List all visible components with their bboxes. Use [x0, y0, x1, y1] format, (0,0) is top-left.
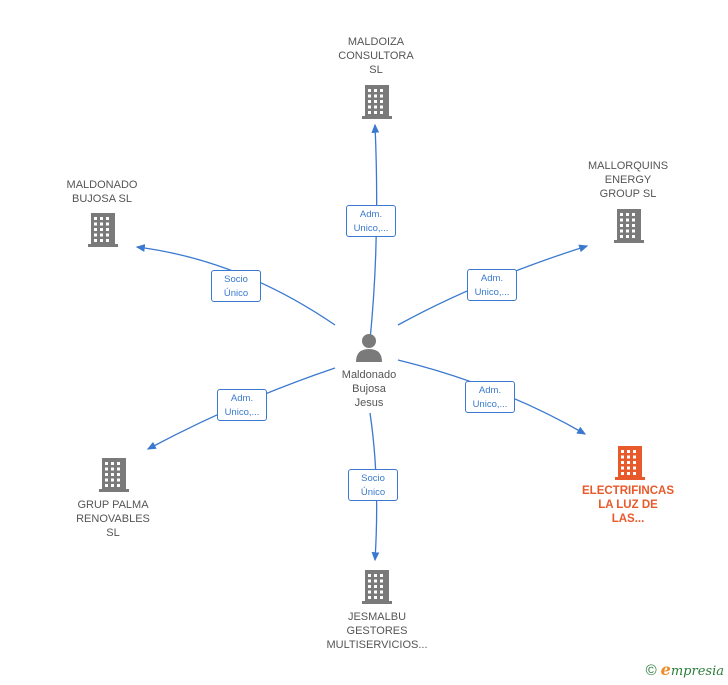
- brand-initial: e: [660, 660, 671, 679]
- label-line: LAS...: [611, 513, 645, 525]
- center-line-3: Jesus: [354, 397, 384, 409]
- relation-line: Único: [223, 288, 249, 299]
- relation-label-maldoiza[interactable]: Adm. Unico,...: [346, 205, 396, 237]
- company-label-maldoiza[interactable]: MALDOIZA CONSULTORA SL: [338, 35, 413, 77]
- company-label-grup-palma[interactable]: GRUP PALMA RENOVABLES SL: [76, 498, 150, 540]
- relation-line: Único: [360, 487, 386, 498]
- label-line: ENERGY: [604, 174, 652, 186]
- relation-label-mallorquins[interactable]: Adm. Unico,...: [467, 269, 517, 301]
- label-line: MULTISERVICIOS...: [326, 639, 428, 651]
- relation-line: Adm.: [230, 393, 254, 404]
- brand-logo: empresia: [661, 660, 724, 679]
- relation-line: Adm.: [480, 273, 504, 284]
- center-line-2: Bujosa: [352, 383, 386, 395]
- label-line: MALDONADO: [66, 179, 138, 191]
- label-line: MALLORQUINS: [587, 160, 669, 172]
- copyright-icon: ©: [645, 662, 657, 679]
- building-icon[interactable]: [613, 209, 645, 248]
- label-line: GROUP SL: [599, 188, 657, 200]
- label-line: GESTORES: [346, 625, 408, 637]
- center-person-label[interactable]: Maldonado Bujosa Jesus: [342, 368, 396, 410]
- relation-line: Adm.: [478, 385, 502, 396]
- label-line: CONSULTORA: [338, 50, 414, 62]
- label-line: LA LUZ DE: [598, 499, 658, 511]
- building-icon[interactable]: [614, 446, 646, 485]
- building-icon[interactable]: [361, 570, 393, 609]
- relation-line: Unico,...: [353, 223, 389, 234]
- relation-line: Unico,...: [224, 407, 260, 418]
- label-line: GRUP PALMA: [77, 499, 149, 511]
- company-label-jesmalbu[interactable]: JESMALBU GESTORES MULTISERVICIOS...: [326, 610, 427, 652]
- building-icon[interactable]: [361, 85, 393, 124]
- company-label-electrifincas[interactable]: ELECTRIFINCAS LA LUZ DE LAS...: [582, 484, 674, 526]
- relation-line: Unico,...: [472, 399, 508, 410]
- relation-label-electrifincas[interactable]: Adm. Unico,...: [465, 381, 515, 413]
- relation-line: Unico,...: [474, 287, 510, 298]
- brand-name: mpresia: [670, 664, 724, 679]
- label-line: RENOVABLES: [76, 513, 150, 525]
- label-line: ELECTRIFINCAS: [582, 485, 674, 497]
- center-line-1: Maldonado: [341, 369, 397, 381]
- building-icon[interactable]: [98, 458, 130, 497]
- label-line: SL: [369, 64, 383, 76]
- label-line: JESMALBU: [347, 611, 407, 623]
- company-label-mallorquins[interactable]: MALLORQUINS ENERGY GROUP SL: [588, 159, 668, 201]
- label-line: SL: [106, 527, 120, 539]
- relation-line: Adm.: [359, 209, 383, 220]
- relation-label-maldonado-bujosa[interactable]: Socio Único: [211, 270, 261, 302]
- footer-brand: ©empresia: [646, 660, 724, 679]
- company-label-maldonado-bujosa[interactable]: MALDONADO BUJOSA SL: [67, 178, 138, 206]
- label-line: BUJOSA SL: [72, 193, 132, 205]
- relation-label-grup-palma[interactable]: Adm. Unico,...: [217, 389, 267, 421]
- building-icon[interactable]: [87, 213, 119, 252]
- person-icon[interactable]: [354, 332, 384, 367]
- relation-line: Socio: [361, 473, 385, 484]
- label-line: MALDOIZA: [347, 36, 405, 48]
- relation-line: Socio: [224, 274, 248, 285]
- relation-label-jesmalbu[interactable]: Socio Único: [348, 469, 398, 501]
